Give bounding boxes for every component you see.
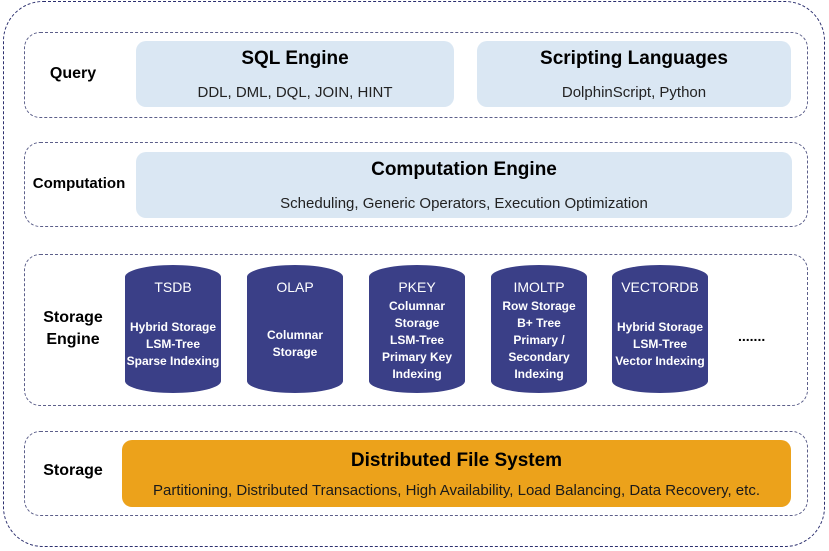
storage-engine-feature: Storage [272, 345, 318, 359]
distributed-file-system-subtitle: Partitioning, Distributed Transactions, … [153, 482, 760, 499]
storage-engine-feature: Hybrid Storage [616, 320, 703, 334]
storage-engine-layer [24, 254, 808, 406]
storage-engine-title: IMOLTP [513, 279, 565, 295]
storage-engine-title: OLAP [276, 279, 314, 295]
cylinder-shape [369, 265, 465, 393]
query-layer [24, 32, 808, 118]
storage-engine-feature: Secondary [508, 350, 570, 364]
cylinder-shape [125, 265, 221, 393]
storage-engine-feature: B+ Tree [517, 316, 561, 330]
scripting-languages-box: Scripting Languages DolphinScript, Pytho… [477, 41, 791, 107]
storage-engine-feature: Hybrid Storage [129, 320, 216, 334]
query-layer-label: Query [49, 65, 97, 82]
computation-layer-label: Computation [32, 175, 126, 192]
storage-layer [24, 431, 808, 516]
storage-engine-feature: Row Storage [502, 299, 576, 313]
storage-engine-feature: Storage [394, 316, 440, 330]
storage-engine-feature: Primary / [513, 333, 565, 347]
distributed-file-system-box: Distributed File System Partitioning, Di… [122, 440, 791, 507]
scripting-languages-title: Scripting Languages [540, 48, 728, 69]
storage-engine-title: VECTORDB [621, 279, 699, 295]
storage-engine-feature: Indexing [392, 367, 442, 381]
sql-engine-box: SQL Engine DDL, DML, DQL, JOIN, HINT [136, 41, 454, 107]
storage-engine-feature: Vector Indexing [615, 354, 705, 368]
distributed-file-system-title: Distributed File System [350, 450, 563, 471]
storage-engine-feature: Columnar [388, 299, 445, 313]
storage-engine-feature: Primary Key [381, 350, 453, 364]
storage-engine-feature: Sparse Indexing [126, 354, 220, 368]
storage-engine-feature: LSM-Tree [389, 333, 444, 347]
storage-engine-feature: LSM-Tree [632, 337, 687, 351]
storage-engine-layer-label: Storage Engine [24, 307, 122, 351]
storage-engine-title: PKEY [398, 279, 436, 295]
cylinder-shape [247, 265, 343, 393]
storage-engine-title: TSDB [154, 279, 192, 295]
sql-engine-title: SQL Engine [241, 48, 349, 69]
architecture-frame [3, 1, 825, 547]
computation-engine-subtitle: Scheduling, Generic Operators, Execution… [280, 195, 648, 212]
cylinder-shape [491, 265, 587, 393]
storage-engine-label-line1: Storage [43, 309, 103, 326]
cylinder-shape [612, 265, 708, 393]
computation-engine-title: Computation Engine [371, 159, 557, 180]
storage-engine-label-line2: Engine [46, 331, 100, 348]
storage-engine-feature: LSM-Tree [145, 337, 200, 351]
computation-layer [24, 142, 808, 227]
storage-layer-label: Storage [43, 462, 103, 479]
scripting-languages-subtitle: DolphinScript, Python [561, 84, 707, 101]
storage-engine-feature: Columnar [266, 328, 323, 342]
more-engines-ellipsis: ....... [738, 328, 766, 344]
computation-engine-box: Computation Engine Scheduling, Generic O… [136, 152, 792, 218]
storage-engine-feature: Indexing [514, 367, 564, 381]
sql-engine-subtitle: DDL, DML, DQL, JOIN, HINT [197, 84, 393, 101]
